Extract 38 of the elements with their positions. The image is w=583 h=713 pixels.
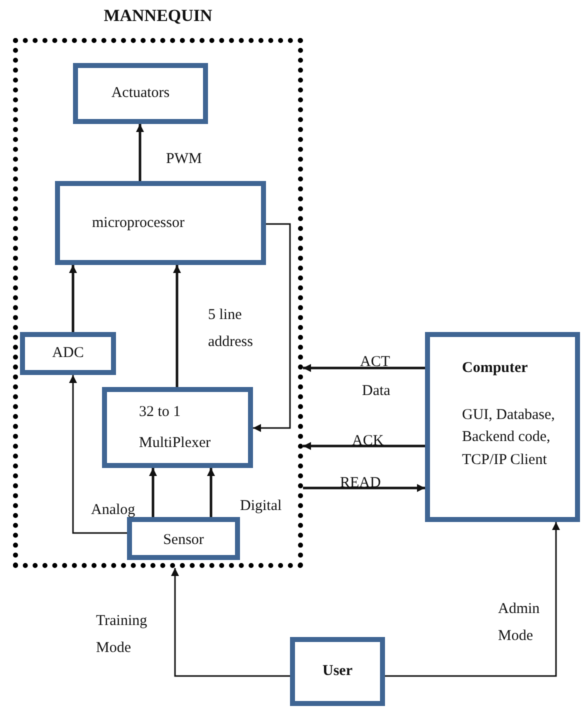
connector-arrow (207, 468, 215, 517)
connector-arrow (303, 484, 425, 492)
edge-label: PWM (166, 150, 203, 169)
block-label: 32 to 1 MultiPlexer (139, 402, 212, 452)
edge-label: Analog (91, 501, 136, 520)
block-box (127, 517, 240, 560)
block-label: Actuators (111, 84, 170, 104)
block-box (290, 637, 385, 706)
edge-label: ACT (360, 353, 391, 372)
connector-arrow (303, 364, 425, 372)
connector-arrow (136, 124, 144, 181)
block-box (425, 332, 580, 522)
group-title: MANNEQUIN (102, 5, 214, 27)
block-box (55, 181, 266, 265)
edge-label: Digital (240, 497, 283, 516)
block-box (73, 63, 208, 124)
connector-arrow (385, 522, 560, 677)
connector-arrow (171, 568, 290, 677)
block-box (20, 332, 116, 375)
block-label: User (322, 662, 352, 682)
block-label: Computer (462, 359, 529, 378)
edge-label: 5 line address (208, 306, 254, 352)
connector-arrow (69, 375, 127, 534)
edge-label: READ (340, 474, 382, 493)
block-label: Sensor (163, 530, 204, 550)
connector-arrow (303, 442, 425, 450)
edge-label: Training Mode (96, 612, 148, 658)
connector-arrow (173, 265, 181, 387)
block-description: GUI, Database, Backend code, TCP/IP Client (462, 406, 556, 470)
block-label: ADC (52, 344, 84, 364)
connector-arrow (69, 265, 77, 332)
edge-label: ACK (352, 432, 385, 451)
connector-arrow (253, 223, 291, 432)
edge-label: Admin Mode (498, 600, 541, 646)
block-box (102, 387, 253, 468)
block-label: microprocessor (92, 214, 184, 233)
connector-arrow (149, 468, 157, 517)
signal-label: Data (362, 382, 390, 401)
